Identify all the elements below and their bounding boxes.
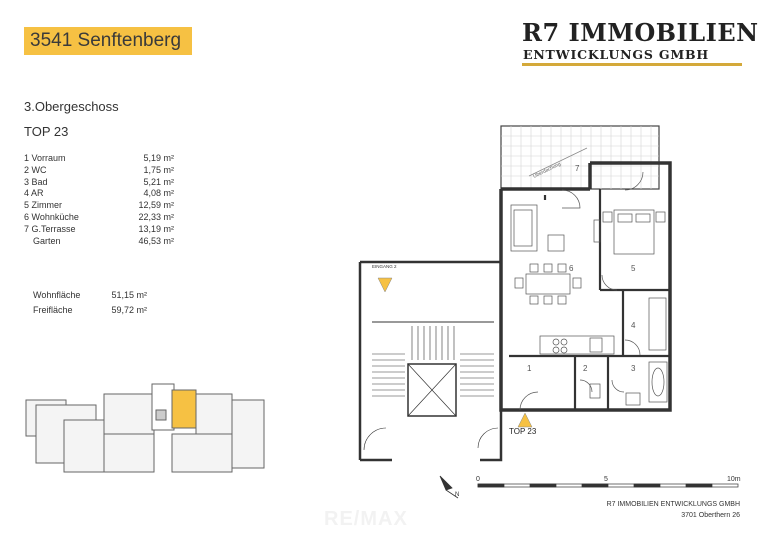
apartment-entry-label: TOP 23	[509, 427, 537, 436]
room-number: 2	[583, 364, 588, 373]
room-name: 2 WC	[24, 164, 47, 175]
entrance-arrow	[377, 277, 533, 428]
room-number: 1	[527, 364, 532, 373]
room-area: 46,53 m²	[138, 235, 174, 246]
room-row: 4 AR 4,08 m²	[24, 188, 174, 200]
living-area-row: Wohnfläche 51,15 m²	[33, 290, 147, 300]
room-area: 5,19 m²	[143, 153, 174, 163]
room-row: Garten 46,53 m²	[24, 236, 174, 248]
entrance-label: EINGANG 2	[372, 264, 397, 269]
stairwell	[358, 260, 503, 462]
north-label: N	[455, 492, 459, 498]
living-area-value: 51,15 m²	[111, 290, 147, 300]
footer-address: 3701 Oberthern 26	[681, 512, 740, 519]
room-name: 1 Vorraum	[24, 153, 66, 163]
key-plan	[25, 383, 265, 473]
door-swings	[519, 171, 644, 411]
room-number: 5	[631, 264, 636, 273]
room-name: 7 G.Terrasse	[24, 223, 76, 234]
room-name: Garten	[33, 235, 61, 246]
north-arrow-icon	[439, 475, 459, 499]
room-row: 3 Bad 5,21 m²	[24, 177, 174, 189]
room-number: 3	[631, 364, 636, 373]
brand-underline	[522, 63, 742, 66]
room-area: 13,19 m²	[138, 223, 174, 234]
outdoor-area-label: Freifläche	[33, 305, 73, 315]
scale-label-5: 5	[604, 476, 608, 483]
room-row: 5 Zimmer 12,59 m²	[24, 200, 174, 212]
room-number: 4	[631, 321, 636, 330]
watermark: RE/MAX	[324, 508, 408, 530]
room-name: 3 Bad	[24, 176, 48, 187]
living-area-label: Wohnfläche	[33, 290, 81, 300]
room-name: 5 Zimmer	[24, 200, 62, 211]
location-badge: 3541 Senftenberg	[24, 27, 192, 55]
brand-subtitle: ENTWICKLUNGS GMBH	[523, 47, 709, 62]
apartment-walls	[499, 161, 672, 412]
scale-bar	[477, 483, 739, 488]
room-row: 1 Vorraum 5,19 m²	[24, 153, 174, 165]
room-number: 6	[569, 264, 574, 273]
outdoor-area-value: 59,72 m²	[111, 305, 147, 315]
room-name: 4 AR	[24, 188, 44, 199]
room-row: 6 Wohnküche 22,33 m²	[24, 212, 174, 224]
location-title: 3541 Senftenberg	[30, 30, 182, 51]
room-area: 22,33 m²	[138, 211, 174, 222]
room-row: 2 WC 1,75 m²	[24, 165, 174, 177]
room-area: 5,21 m²	[143, 176, 174, 187]
terrace	[500, 125, 660, 190]
floor-label: 3.Obergeschoss	[24, 99, 119, 114]
brand-name: R7 IMMOBILIEN	[522, 18, 759, 47]
scale-label-0: 0	[476, 476, 480, 483]
scale-label-10: 10m	[727, 476, 741, 483]
terrace-canopy-label: Überdachung	[532, 160, 562, 180]
room-area: 1,75 m²	[143, 164, 174, 175]
interior-walls	[509, 189, 670, 410]
room-row: 7 G.Terrasse 13,19 m²	[24, 224, 174, 236]
outdoor-area-row: Freifläche 59,72 m²	[33, 305, 147, 315]
room-area: 4,08 m²	[143, 188, 174, 199]
room-area: 12,59 m²	[138, 200, 174, 211]
unit-label: TOP 23	[24, 124, 69, 139]
furniture	[510, 204, 668, 406]
footer-company: R7 IMMOBILIEN ENTWICKLUNGS GMBH	[606, 501, 740, 508]
room-list: 1 Vorraum 5,19 m² 2 WC 1,75 m² 3 Bad 5,21 m…	[24, 153, 174, 247]
room-number: 7	[575, 164, 580, 173]
room-name: 6 Wohnküche	[24, 211, 79, 222]
